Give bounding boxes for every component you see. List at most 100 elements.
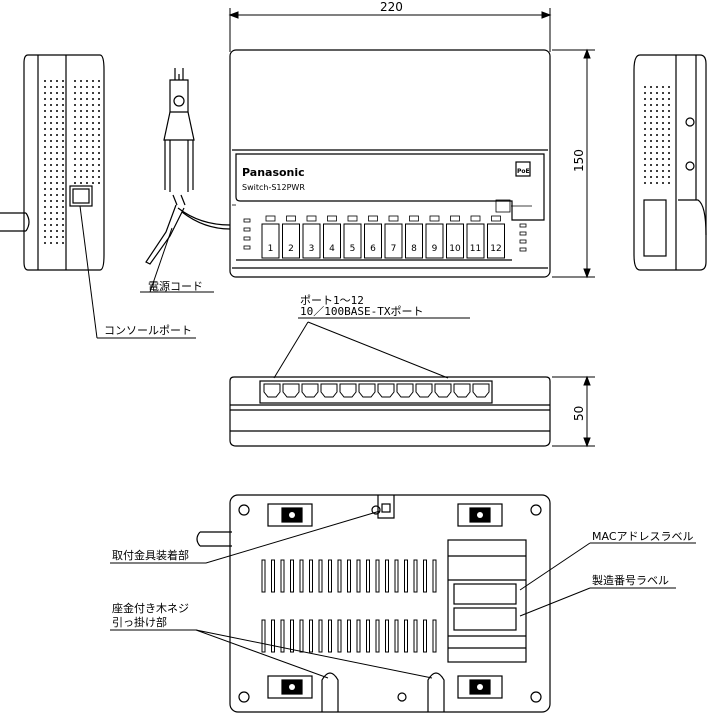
vent-slot — [318, 619, 323, 653]
vent-slot — [413, 619, 418, 653]
vent-slot — [337, 619, 342, 653]
vent-slot — [366, 559, 370, 593]
front-port-6: 6 — [364, 215, 382, 259]
top-port-8 — [396, 383, 414, 398]
vent-slot — [280, 559, 285, 593]
height-dimension-label: 150 — [572, 149, 586, 172]
top-port-3 — [301, 383, 319, 398]
top-port-9 — [415, 383, 433, 398]
width-dimension — [228, 8, 552, 52]
front-port-number: 4 — [329, 244, 335, 254]
vent-slot — [290, 619, 294, 653]
top-port-10 — [434, 383, 452, 398]
vent-slot — [394, 559, 399, 593]
left-side-view — [0, 54, 105, 271]
front-port-number: 1 — [268, 244, 274, 254]
mount-fitting-callout: 取付金具装着部 — [112, 548, 189, 562]
vent-slot — [394, 619, 399, 653]
vent-slot — [271, 559, 275, 593]
vent-slot — [299, 619, 304, 653]
vent-slot — [366, 619, 370, 653]
top-port-1 — [263, 383, 281, 398]
front-port-number: 6 — [370, 244, 376, 254]
vent-slot — [318, 559, 323, 593]
front-port-7: 7 — [384, 215, 403, 259]
front-port-11: 11 — [466, 215, 485, 259]
vent-slot — [328, 619, 332, 653]
power-cord-callout: 電源コード — [148, 279, 203, 293]
ports-callout-line1: ポート1～12 — [300, 294, 364, 307]
power-cord — [145, 68, 231, 265]
top-port-2 — [282, 383, 300, 398]
vent-slot — [404, 559, 408, 593]
vent-slot — [404, 619, 408, 653]
front-port-8: 8 — [405, 215, 423, 259]
front-port-number: 10 — [449, 244, 461, 254]
front-model-label: Switch-S12PWR — [242, 183, 305, 192]
vent-slot — [413, 559, 418, 593]
width-dimension-label: 220 — [380, 0, 403, 14]
top-port-4 — [320, 383, 338, 398]
vent-slot — [347, 619, 351, 653]
depth-dimension-label: 50 — [572, 406, 586, 421]
front-poe-badge: PoE — [517, 168, 530, 175]
top-port-6 — [358, 383, 376, 398]
vent-slot — [423, 559, 427, 593]
mac-label-callout: MACアドレスラベル — [592, 530, 694, 543]
top-view — [229, 376, 551, 447]
front-view — [229, 49, 551, 278]
front-port-3: 3 — [302, 215, 321, 259]
screw-callout-line1: 座金付き木ネジ — [112, 601, 189, 615]
vent-slot — [375, 559, 380, 593]
leader-lines — [79, 205, 696, 679]
front-port-number: 12 — [490, 244, 501, 254]
front-port-number: 9 — [432, 244, 438, 254]
vent-slot — [432, 559, 437, 593]
vent-slot — [328, 559, 332, 593]
top-port-5 — [339, 383, 357, 398]
height-dimension — [552, 48, 595, 279]
front-port-number: 8 — [411, 244, 417, 254]
depth-dimension — [552, 375, 595, 448]
vent-slot — [337, 559, 342, 593]
vent-slot — [261, 619, 266, 653]
vent-slot — [385, 619, 389, 653]
vent-slot — [309, 559, 313, 593]
front-port-9: 9 — [425, 215, 444, 259]
vent-slot — [356, 559, 361, 593]
front-port-2: 2 — [282, 215, 300, 259]
vent-slot — [347, 559, 351, 593]
front-port-10: 10 — [446, 215, 464, 259]
vent-slot — [432, 619, 437, 653]
ports-callout-line2: 10／100BASE-TXポート — [300, 305, 423, 318]
front-port-number: 7 — [391, 244, 397, 254]
bottom-vent-slots — [261, 559, 437, 653]
vent-slot — [309, 619, 313, 653]
front-port-number: 2 — [288, 244, 294, 254]
top-port-7 — [377, 383, 395, 398]
vent-slot — [375, 619, 380, 653]
front-port-number: 5 — [350, 244, 356, 254]
screw-callout-line2: 引っ掛け部 — [112, 615, 167, 629]
front-port-1: 1 — [261, 215, 280, 259]
bottom-view — [196, 494, 551, 713]
top-port-group — [263, 383, 490, 398]
top-port-12 — [472, 383, 490, 398]
vent-slot — [385, 559, 389, 593]
vent-slot — [299, 559, 304, 593]
vent-slot — [261, 559, 266, 593]
front-port-12: 12 — [487, 215, 505, 259]
top-port-11 — [453, 383, 471, 398]
vent-slot — [423, 619, 427, 653]
vent-slot — [271, 619, 275, 653]
right-side-view — [633, 54, 707, 271]
front-port-5: 5 — [343, 215, 362, 259]
front-status-leds — [232, 199, 532, 252]
front-port-number: 3 — [309, 244, 315, 254]
front-brand-logo: Panasonic — [242, 166, 305, 179]
front-port-4: 4 — [323, 215, 341, 259]
serial-label-callout: 製造番号ラベル — [592, 573, 669, 587]
vent-slot — [280, 619, 285, 653]
